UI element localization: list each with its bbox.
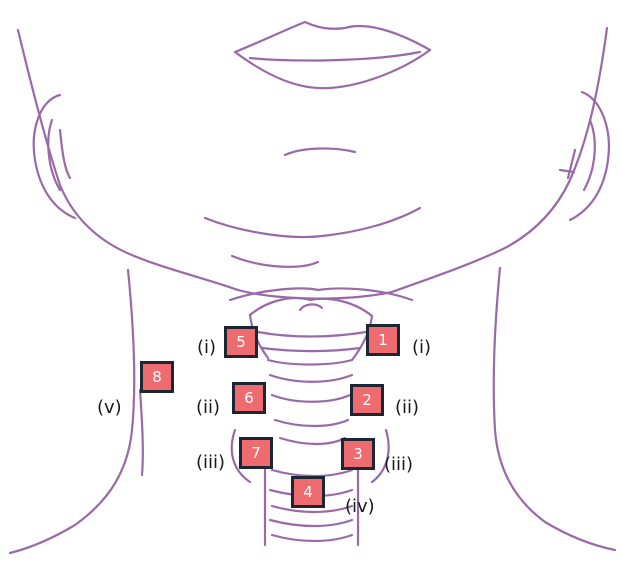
- level-label-5: (i): [197, 337, 216, 358]
- marker-number: 8: [152, 368, 162, 386]
- marker-8: 8: [140, 361, 174, 393]
- marker-number: 6: [244, 389, 254, 407]
- marker-4: 4: [291, 476, 325, 508]
- marker-2: 2: [350, 384, 384, 416]
- marker-7: 7: [239, 437, 273, 469]
- level-label-3: (iii): [384, 454, 413, 475]
- level-label-1: (i): [412, 337, 431, 358]
- marker-6: 6: [232, 382, 266, 414]
- marker-number: 1: [378, 331, 388, 349]
- marker-number: 7: [251, 444, 261, 462]
- level-label-8: (v): [97, 397, 122, 418]
- marker-number: 2: [362, 391, 372, 409]
- marker-5: 5: [224, 326, 258, 358]
- marker-number: 3: [353, 445, 363, 463]
- level-label-7: (iii): [196, 452, 225, 473]
- level-label-4: (iv): [345, 496, 375, 517]
- marker-number: 4: [303, 483, 313, 501]
- marker-number: 5: [236, 333, 246, 351]
- marker-3: 3: [341, 438, 375, 470]
- level-label-6: (ii): [196, 397, 220, 418]
- level-label-2: (ii): [395, 397, 419, 418]
- marker-1: 1: [366, 324, 400, 356]
